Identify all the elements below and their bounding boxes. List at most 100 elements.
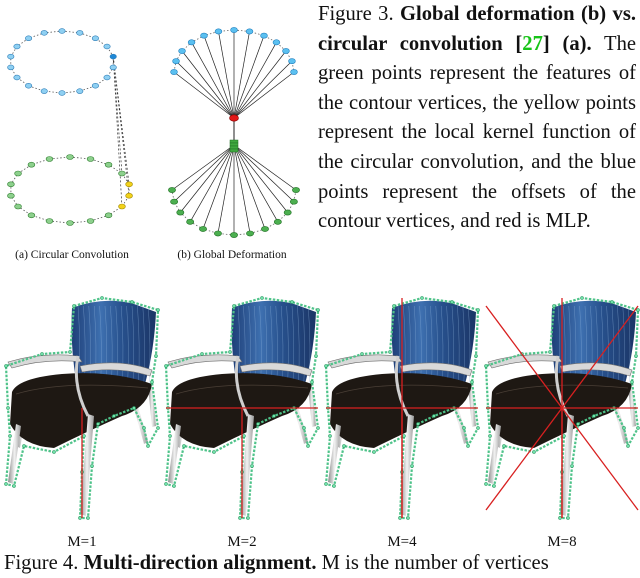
back-texture	[611, 305, 615, 385]
feature-stack	[229, 145, 239, 150]
contour-vertex	[310, 380, 314, 384]
offset-vertex	[170, 69, 178, 75]
kernel-vertex	[125, 181, 133, 188]
chair-seat	[170, 373, 312, 448]
feature-stack	[229, 148, 239, 153]
feature-link	[173, 144, 235, 202]
feature-link	[233, 144, 251, 234]
contour-vertex	[410, 464, 414, 468]
contour-vertex	[402, 434, 406, 438]
convolution-link	[112, 56, 123, 207]
contour-vertex	[372, 450, 376, 454]
subfigure-a-label: (a) Circular Convolution	[15, 249, 129, 261]
offset-vertex	[272, 39, 281, 46]
offset-vertex	[40, 30, 48, 36]
contour-vertex	[316, 426, 320, 430]
citation-link[interactable]: 27	[522, 32, 543, 55]
contour-vertex	[72, 304, 76, 308]
caption-3-bold-1: Global deformation (b) vs. circular conv…	[318, 3, 636, 55]
contour-vertex	[324, 364, 328, 368]
feature-vertex	[230, 232, 238, 238]
offset-vertex	[103, 43, 111, 50]
contour-vertex	[634, 354, 638, 358]
back-texture	[467, 305, 471, 385]
feature-vertex	[27, 161, 36, 168]
back-texture	[307, 305, 311, 385]
seat-highlight	[15, 384, 149, 395]
back-texture	[451, 305, 455, 385]
feature-vertex	[168, 187, 176, 193]
contour-vertex	[484, 482, 488, 486]
mlp-output-link	[233, 42, 277, 119]
caption-3-bold-2: ] (a).	[542, 32, 592, 55]
contour-vertex	[4, 364, 8, 368]
mlp-output-link	[233, 50, 287, 119]
feature-vertex	[66, 220, 74, 226]
caption-4-bold: Multi-direction alignment.	[83, 552, 317, 574]
offset-vertex	[7, 64, 15, 71]
contour-vertex	[200, 352, 204, 356]
feature-vertex	[176, 209, 185, 216]
mlp-output-link	[218, 31, 235, 119]
alignment-line	[485, 305, 639, 511]
feature-vertex	[86, 218, 95, 224]
mlp-output-link	[175, 60, 235, 119]
contour-vertex	[132, 406, 136, 410]
contour-vertex	[636, 308, 640, 312]
chair-leg	[628, 384, 636, 427]
chair-panel-m8: M=8	[484, 296, 640, 550]
contour-vertex	[302, 426, 306, 430]
back-texture	[142, 305, 145, 385]
seat-highlight	[495, 384, 629, 395]
feature-vertex	[199, 226, 207, 232]
offset-vertex	[109, 53, 117, 60]
feature-vertex	[261, 226, 269, 232]
back-texture	[462, 305, 465, 385]
feature-vertex	[170, 198, 179, 205]
offset-vertex	[103, 74, 111, 81]
contour-vertex	[630, 380, 634, 384]
contour-vertex	[474, 354, 478, 358]
mlp-output-link	[233, 60, 293, 119]
contour-vertex	[156, 308, 160, 312]
offset-vertex	[58, 90, 66, 96]
offset-vertex	[76, 30, 84, 36]
contour-vertex	[212, 450, 216, 454]
contour-vertex	[476, 426, 480, 430]
feature-link	[171, 144, 235, 191]
circular-convolution-diagram	[7, 28, 133, 226]
kernel-vertex	[118, 203, 126, 210]
contour-vertex	[392, 304, 396, 308]
offset-vertex	[200, 32, 208, 39]
kernel-vertex	[125, 192, 133, 199]
contour-vertex	[86, 516, 90, 520]
back-texture	[147, 305, 151, 385]
offset-vertex	[187, 39, 196, 46]
contour-vertex	[592, 414, 596, 418]
feature-vertex	[7, 181, 15, 188]
contour-vertex	[112, 414, 116, 418]
offset-vertex	[25, 35, 33, 41]
contour-vertex	[570, 464, 574, 468]
feature-vertex	[7, 192, 15, 199]
contour-vertex	[228, 350, 232, 354]
chair-leg	[400, 414, 414, 516]
chair-leg	[8, 424, 21, 484]
contour-vertex	[40, 352, 44, 356]
contour-vertex	[150, 380, 154, 384]
armrest-support	[394, 355, 410, 417]
seat-highlight	[175, 384, 309, 395]
contour-vertex	[164, 482, 168, 486]
feature-vertex	[104, 161, 113, 168]
contour-vertex	[130, 300, 134, 304]
contour-vertex	[272, 414, 276, 418]
feature-vertex	[273, 218, 282, 225]
chair-seat	[490, 373, 632, 448]
offset-vertex	[58, 28, 66, 34]
chair-panel-m2: M=2	[164, 296, 320, 550]
chair-leg	[80, 414, 94, 516]
contour-vertex	[558, 516, 562, 520]
contour-vertex	[398, 516, 402, 520]
back-texture	[291, 305, 295, 385]
armrest-support	[74, 355, 90, 417]
